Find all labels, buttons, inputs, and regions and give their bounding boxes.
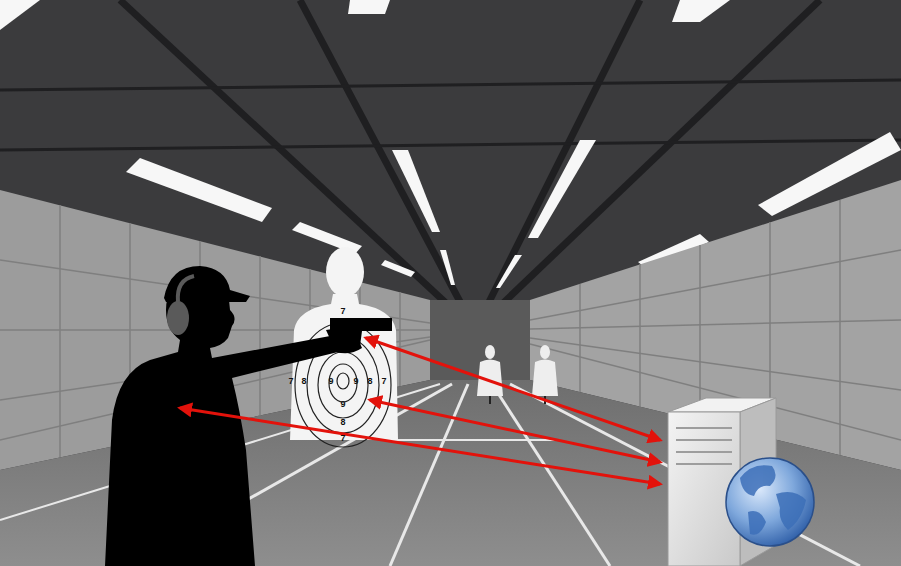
light — [381, 260, 415, 277]
bay — [676, 427, 732, 429]
ring — [337, 373, 349, 389]
far-targets — [477, 345, 558, 404]
ring-number: 9 — [328, 377, 333, 386]
ring-number: 7 — [288, 377, 293, 386]
tile-line — [839, 200, 841, 455]
drive-bays — [676, 428, 732, 464]
tile-line — [530, 320, 901, 329]
light — [0, 0, 40, 30]
continents — [740, 465, 806, 535]
ring-number: 7 — [340, 307, 345, 316]
bay — [676, 439, 732, 441]
tile-line — [259, 256, 261, 416]
ring-number: 7 — [340, 434, 345, 443]
target-head — [326, 247, 364, 297]
ring-number: 9 — [340, 400, 345, 409]
tile-line — [639, 264, 641, 407]
double-arrow — [370, 400, 660, 462]
bay — [676, 451, 732, 453]
shooter-silhouette — [105, 266, 392, 566]
continent — [740, 465, 776, 496]
ring-number: 8 — [340, 418, 345, 427]
tile-line — [699, 245, 701, 421]
double-arrow — [366, 338, 660, 440]
ring-number: 9 — [353, 377, 358, 386]
double-arrow — [180, 408, 660, 484]
lane-line — [510, 384, 860, 566]
light — [126, 158, 272, 222]
ring-number: 7 — [381, 377, 386, 386]
bay — [676, 463, 732, 465]
ear-muff — [167, 301, 189, 335]
tile-line — [579, 284, 581, 392]
headband — [178, 276, 194, 302]
lane-line — [492, 384, 610, 566]
light — [348, 0, 390, 14]
data-arrows — [180, 338, 660, 484]
light — [528, 140, 596, 238]
tile-line — [59, 205, 61, 457]
shooter-body — [105, 275, 338, 566]
continent — [748, 511, 766, 535]
server-icon — [668, 398, 814, 566]
beam — [0, 140, 901, 150]
light — [440, 250, 455, 285]
light — [672, 0, 730, 22]
ring-number: 8 — [367, 377, 372, 386]
continent — [776, 492, 806, 530]
tile-line — [530, 250, 901, 320]
lane-line — [380, 439, 560, 441]
beam — [0, 80, 901, 90]
ring-number: 8 — [301, 377, 306, 386]
ring — [318, 352, 368, 418]
far-target-head — [485, 345, 495, 359]
light — [392, 150, 440, 232]
tile-line — [399, 292, 401, 386]
target-stand — [489, 396, 491, 404]
ring — [329, 364, 357, 402]
target-body — [290, 294, 398, 440]
tile-line — [530, 338, 901, 390]
pistol — [330, 318, 392, 346]
globe — [726, 458, 814, 546]
far-target-body — [532, 360, 558, 397]
light — [496, 255, 522, 288]
cap — [164, 266, 250, 302]
far-target-head — [540, 345, 550, 359]
